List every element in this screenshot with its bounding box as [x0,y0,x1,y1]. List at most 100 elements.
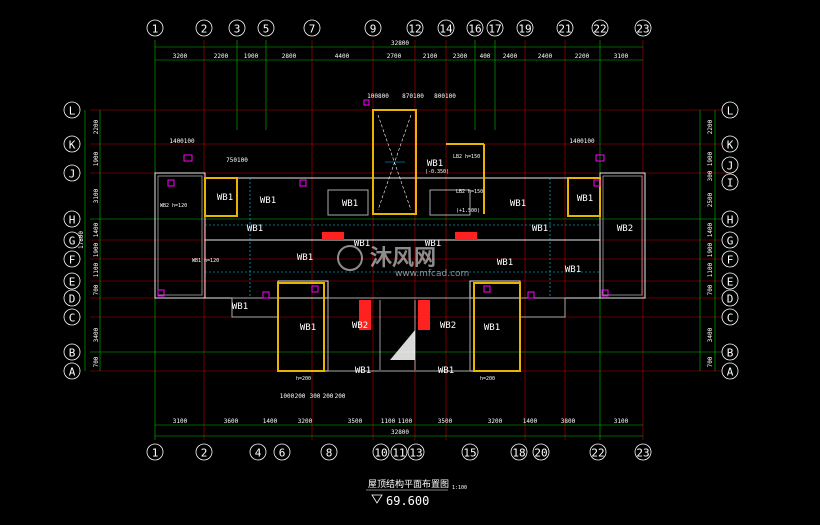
dim-right: 1900 [707,242,714,257]
beam-label: WB2 [352,321,368,331]
svg-text:5: 5 [263,23,270,36]
axis-bubble: 21 [556,19,574,37]
axis-bubble: L [721,101,739,119]
watermark-url: www.mfcad.com [395,269,469,279]
axis-bubble: 20 [532,443,550,461]
axis-bubble: K [721,135,739,153]
svg-text:8: 8 [326,447,333,460]
dim-local: 100800 [367,93,389,100]
svg-text:F: F [727,254,734,267]
axis-bubble: F [63,250,81,268]
right-dimensions: 2200 1900 300 2500 1400 1900 1100 700 34… [707,119,714,367]
dim-top: 2400 [503,53,518,60]
axis-bubble: 8 [320,443,338,461]
svg-text:E: E [727,276,734,289]
axis-bubble: F [721,250,739,268]
elevation-triangle-icon [371,494,383,504]
svg-text:9: 9 [370,23,377,36]
axis-bubble: H [721,210,739,228]
dim-top: 3200 [173,53,188,60]
dim-top: 2300 [453,53,468,60]
svg-text:13: 13 [409,447,422,460]
axis-bubble: G [63,231,81,249]
beam-label: WB1 [510,199,526,209]
svg-text:1: 1 [152,447,159,460]
dim-local: 870100 [402,93,424,100]
svg-text:12: 12 [408,23,421,36]
watermark-text: 沐风网 [370,246,436,271]
dim-top: 2200 [214,53,229,60]
beam-label: WB2 [440,321,456,331]
dim-bottom: 1400 [523,418,538,425]
beam-label: WB1 [300,323,316,333]
left-dimensions: 2200 1900 3100 1400 1900 1100 700 3400 7… [78,119,100,367]
svg-text:I: I [727,177,734,190]
svg-text:C: C [727,312,734,325]
dim-right: 2200 [707,119,714,134]
svg-text:A: A [69,366,76,379]
beam-label: WB1 [232,302,248,312]
dimension-lines [84,46,716,437]
dim-local: 300 [310,393,321,400]
svg-text:B: B [69,347,76,360]
axis-bubble: B [63,343,81,361]
dim-right: 300 [707,170,714,181]
svg-text:23: 23 [636,447,649,460]
svg-text:D: D [69,293,76,306]
svg-text:K: K [727,139,734,152]
dim-right: 1900 [707,151,714,166]
watermark-logo-icon [337,245,363,271]
axis-bubble: L [63,101,81,119]
svg-text:23: 23 [636,23,649,36]
beam-label: WB1 [297,253,313,263]
dim-bottom: 3100 [614,418,629,425]
svg-text:17: 17 [488,23,501,36]
h200-note: h=200 [296,376,311,382]
dim-bottom: 3100 [173,418,188,425]
svg-text:14: 14 [439,23,453,36]
dim-local: 1000 [280,393,295,400]
elevator-shaft [377,114,412,211]
axis-bubble: 22 [589,443,607,461]
axis-bubbles-bottom: 1 2 4 6 8 10 11 13 15 18 20 22 23 [146,443,652,461]
svg-text:K: K [69,139,76,152]
axis-bubble: E [63,272,81,290]
axis-bubble: H [63,210,81,228]
dim-left: 3100 [93,188,100,203]
svg-text:21: 21 [558,23,571,36]
axis-bubble: 18 [510,443,528,461]
title-block: 屋顶结构平面布置图 1:100 69.600 [366,478,467,508]
svg-text:G: G [69,235,76,248]
svg-text:G: G [727,235,734,248]
dim-right: 1400 [707,222,714,237]
dim-left: 1400 [93,222,100,237]
axis-bubble: 7 [303,19,321,37]
h200-note: h=200 [480,376,495,382]
dim-top: 2800 [282,53,297,60]
svg-text:J: J [727,160,734,173]
axis-bubbles-left: L K J H G F E D C B A [63,101,81,380]
wb1-note: WB1 h=120 [192,258,219,264]
beam-label: WB1 [342,199,358,209]
dim-left: 1900 [93,151,100,166]
svg-text:22: 22 [593,23,606,36]
dim-top: 2400 [538,53,553,60]
beam-label: WB1 [484,323,500,333]
beam-label: WB1 [260,196,276,206]
axis-bubble: 11 [390,443,408,461]
svg-text:H: H [727,214,734,227]
svg-text:L: L [727,105,734,118]
wb2-note: WB2 h=120 [160,203,187,209]
axis-bubble: J [721,156,739,174]
dim-bottom: 1100 [398,418,413,425]
axis-bubble: 2 [195,443,213,461]
axis-bubble: C [63,308,81,326]
dim-left: 3400 [93,327,100,342]
dim-bottom: 3800 [561,418,576,425]
beam-label: WB1 [427,159,443,169]
dim-local: 200 [323,393,334,400]
beam-label: WB1 [497,258,513,268]
svg-text:20: 20 [534,447,547,460]
svg-text:10: 10 [374,447,387,460]
svg-text:2: 2 [201,447,208,460]
